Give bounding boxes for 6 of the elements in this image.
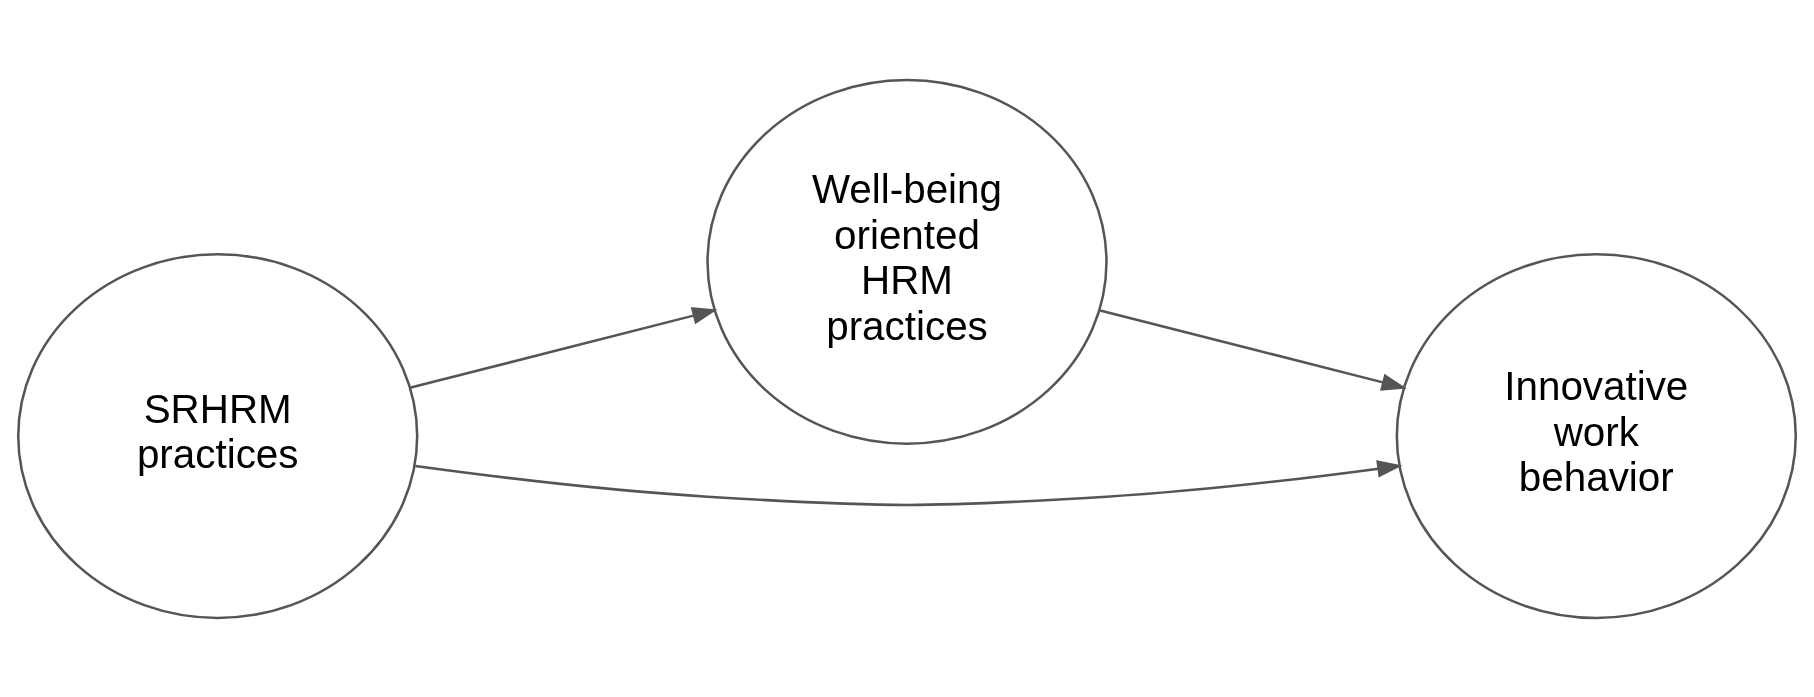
arrow bbox=[415, 459, 1403, 506]
arrow bbox=[1099, 308, 1407, 391]
node-circle: Innovative work behavior bbox=[1395, 252, 1797, 619]
node-circle: SRHRM practices bbox=[16, 252, 419, 619]
arrow bbox=[410, 306, 718, 389]
node-circle: Well-being oriented HRM practices bbox=[706, 78, 1108, 445]
